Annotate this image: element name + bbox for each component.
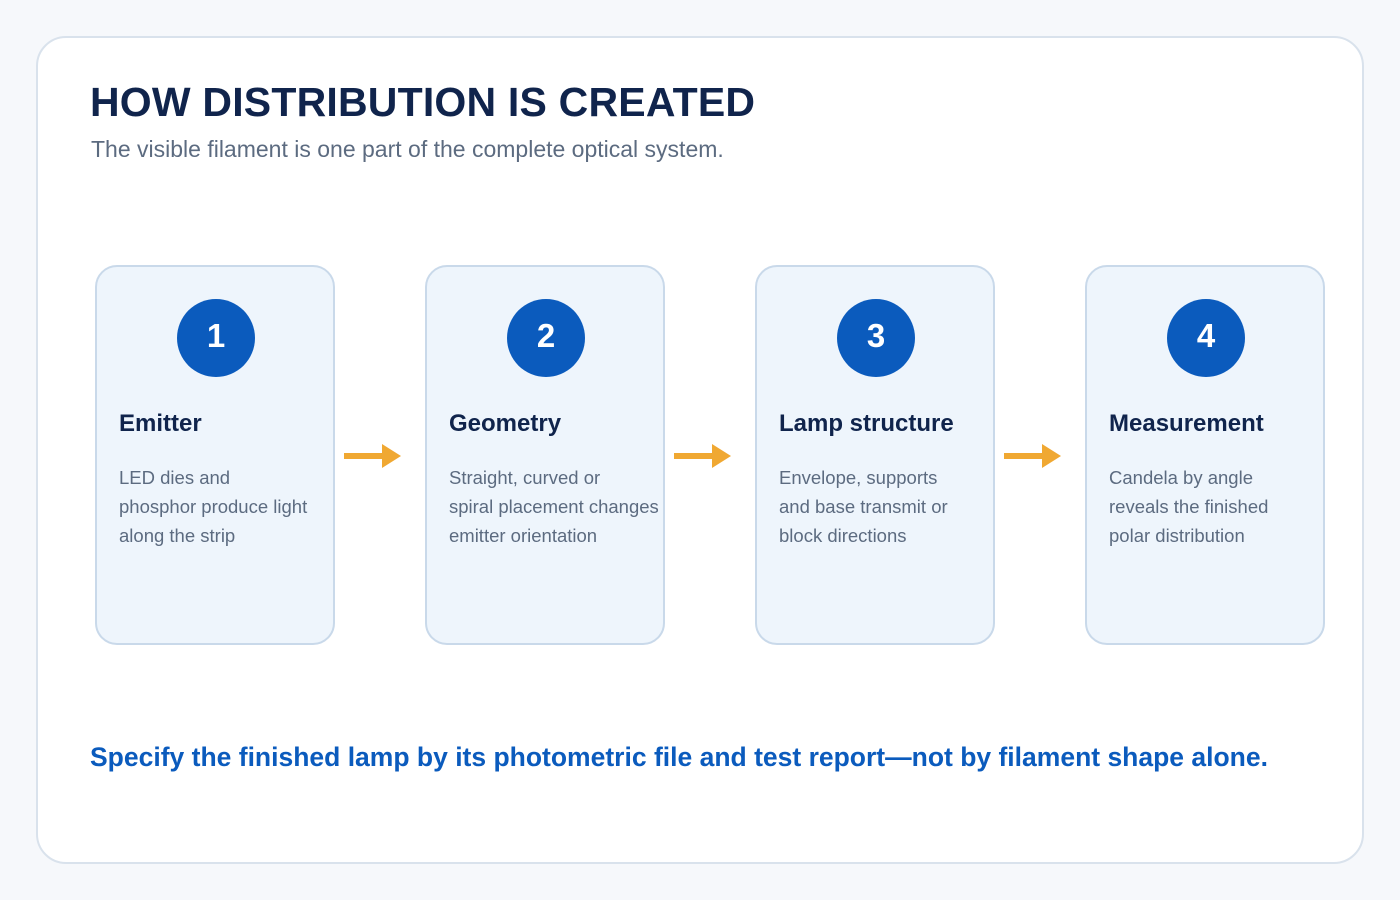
step-description-line: emitter orientation bbox=[449, 525, 598, 546]
step-description-line: along the strip bbox=[119, 525, 236, 546]
step-number-badge: 4 bbox=[1167, 299, 1245, 377]
step-card-geometry: 2 Geometry Straight, curved or spiral pl… bbox=[425, 265, 665, 645]
step-description: Candela by angle reveals the finished po… bbox=[1109, 463, 1339, 550]
arrow-shaft bbox=[1004, 453, 1046, 459]
step-description: Envelope, supports and base transmit or … bbox=[779, 463, 1009, 550]
step-description-line: polar distribution bbox=[1109, 525, 1245, 546]
step-description-line: Envelope, supports bbox=[779, 467, 938, 488]
step-number-badge: 1 bbox=[177, 299, 255, 377]
arrow-right-icon bbox=[1004, 444, 1061, 468]
arrow-right-icon bbox=[344, 444, 401, 468]
step-description: Straight, curved or spiral placement cha… bbox=[449, 463, 679, 550]
step-description-line: phosphor produce light bbox=[119, 496, 308, 517]
arrow-right-icon bbox=[674, 444, 731, 468]
arrow-shaft bbox=[674, 453, 716, 459]
page-subtitle: The visible filament is one part of the … bbox=[91, 136, 724, 162]
step-title: Geometry bbox=[449, 410, 562, 437]
step-title: Measurement bbox=[1109, 410, 1264, 437]
step-description-line: spiral placement changes bbox=[449, 496, 659, 517]
step-description: LED dies and phosphor produce light alon… bbox=[119, 463, 349, 550]
arrow-head bbox=[1042, 444, 1061, 468]
arrow-head bbox=[382, 444, 401, 468]
arrow-shaft bbox=[344, 453, 386, 459]
step-card-lamp-structure: 3 Lamp structure Envelope, supports and … bbox=[755, 265, 995, 645]
step-description-line: Candela by angle bbox=[1109, 467, 1253, 488]
footer-note: Specify the finished lamp by its photome… bbox=[90, 742, 1268, 772]
step-card-measurement: 4 Measurement Candela by angle reveals t… bbox=[1085, 265, 1325, 645]
step-title: Lamp structure bbox=[779, 410, 954, 437]
step-card-emitter: 1 Emitter LED dies and phosphor produce … bbox=[95, 265, 335, 645]
step-number-badge: 2 bbox=[507, 299, 585, 377]
step-title: Emitter bbox=[119, 410, 202, 437]
arrow-head bbox=[712, 444, 731, 468]
step-number-badge: 3 bbox=[837, 299, 915, 377]
step-description-line: and base transmit or bbox=[779, 496, 948, 517]
step-description-line: LED dies and bbox=[119, 467, 231, 488]
page-title: HOW DISTRIBUTION IS CREATED bbox=[90, 79, 756, 125]
step-description-line: block directions bbox=[779, 525, 907, 546]
step-description-line: reveals the finished bbox=[1109, 496, 1269, 517]
step-description-line: Straight, curved or bbox=[449, 467, 601, 488]
